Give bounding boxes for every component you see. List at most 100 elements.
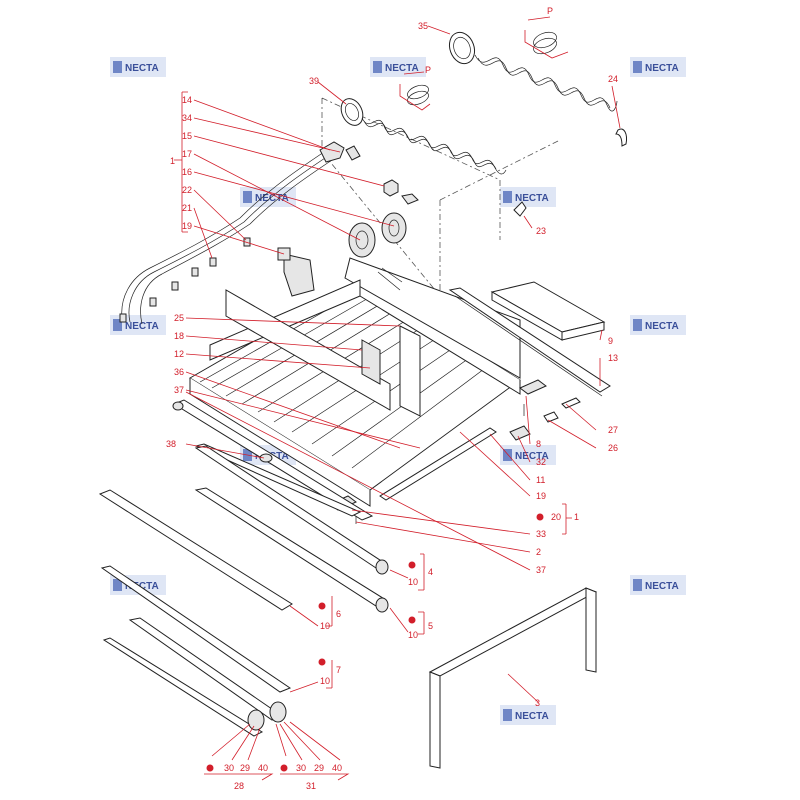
callout-21: 21	[182, 203, 192, 213]
gear-wheel-small	[381, 212, 407, 244]
callout-36: 36	[174, 367, 184, 377]
spiral-guide-left	[321, 97, 501, 291]
marker-dot	[536, 513, 544, 521]
leader-lines	[174, 25, 621, 781]
callout-12: 12	[174, 349, 184, 359]
callout-9: 9	[608, 336, 613, 346]
callout-35: 35	[418, 21, 428, 31]
callout-39: 39	[309, 76, 319, 86]
callout-37: 37	[536, 565, 546, 575]
necta-logo: NECTA	[110, 315, 166, 335]
callout-23: 23	[536, 226, 546, 236]
tray-body	[189, 257, 521, 507]
callout-15: 15	[182, 131, 192, 141]
marker-dot	[318, 658, 326, 666]
spiral-clip-23	[513, 201, 527, 217]
necta-logo: NECTA	[500, 187, 556, 207]
svg-text:NECTA: NECTA	[125, 63, 159, 74]
spiral-motor	[277, 247, 315, 297]
necta-logo: NECTA	[500, 705, 556, 725]
callout-31: 31	[306, 781, 316, 791]
label-holder-26	[543, 411, 559, 423]
callout-14: 14	[182, 95, 192, 105]
svg-text:NECTA: NECTA	[515, 193, 549, 204]
svg-text:NECTA: NECTA	[125, 581, 159, 592]
clip-p-upper	[524, 16, 569, 59]
necta-logo: NECTA	[630, 57, 686, 77]
cover-panel	[490, 281, 606, 341]
callout-7: 7	[336, 665, 341, 675]
microswitch	[383, 179, 419, 205]
callout-1: 1	[170, 156, 175, 166]
callout-34: 34	[182, 113, 192, 123]
svg-text:NECTA: NECTA	[385, 63, 419, 74]
callout-22: 22	[182, 185, 192, 195]
rail-11	[379, 427, 497, 501]
callout-40: 40	[258, 763, 268, 773]
callout-29: 29	[240, 763, 250, 773]
spiral-end-clip	[615, 128, 627, 147]
callout-30: 30	[224, 763, 234, 773]
svg-text:NECTA: NECTA	[645, 581, 679, 592]
svg-text:NECTA: NECTA	[645, 321, 679, 332]
svg-text:NECTA: NECTA	[125, 321, 159, 332]
marker-dot	[280, 764, 288, 772]
callout-33: 33	[536, 529, 546, 539]
callout-1: 1	[574, 512, 579, 522]
callout-19: 19	[536, 491, 546, 501]
bracket-8	[519, 379, 547, 395]
callout-24: 24	[608, 74, 618, 84]
gear-wheel-large	[348, 222, 376, 258]
runner-7-set	[100, 565, 292, 737]
callout-38: 38	[166, 439, 176, 449]
callout-19: 19	[182, 221, 192, 231]
spiral-upper	[448, 31, 618, 112]
clip-p-lower	[399, 71, 431, 111]
runner-6	[98, 489, 293, 611]
callout-25: 25	[174, 313, 184, 323]
callout-20: 20	[551, 512, 561, 522]
callout-4: 4	[428, 567, 433, 577]
svg-text:NECTA: NECTA	[515, 711, 549, 722]
necta-logo: NECTA	[500, 445, 556, 465]
callout-8: 8	[536, 439, 541, 449]
runner-5	[194, 487, 389, 613]
spiral-lower	[340, 98, 507, 175]
label-holder-27	[561, 397, 581, 409]
marker-dot	[408, 561, 416, 569]
necta-logo: NECTA	[240, 187, 296, 207]
callout-17: 17	[182, 149, 192, 159]
svg-text:NECTA: NECTA	[255, 193, 289, 204]
callout-p: P	[425, 65, 431, 75]
callout-37: 37	[174, 385, 184, 395]
callout-30: 30	[296, 763, 306, 773]
callout-26: 26	[608, 443, 618, 453]
callout-10: 10	[408, 630, 418, 640]
callout-2: 2	[536, 547, 541, 557]
callout-6: 6	[336, 609, 341, 619]
spiral-guide-right	[439, 139, 561, 292]
necta-logo: NECTA	[370, 57, 426, 77]
necta-logo: NECTA	[630, 315, 686, 335]
callout-3: 3	[535, 698, 540, 708]
callout-27: 27	[608, 425, 618, 435]
callout-labels: 35 P P 24 39 14 34 15 17 16 22 21 19 1 2…	[166, 6, 618, 791]
price-rail	[448, 287, 611, 397]
necta-logo: NECTA	[630, 575, 686, 595]
front-rail	[172, 399, 374, 521]
callout-10: 10	[320, 676, 330, 686]
marker-dot	[408, 616, 416, 624]
callout-5: 5	[428, 621, 433, 631]
connector-32	[509, 425, 531, 441]
callout-28: 28	[234, 781, 244, 791]
marker-dot	[318, 602, 326, 610]
callout-29: 29	[314, 763, 324, 773]
callout-10: 10	[320, 621, 330, 631]
svg-text:NECTA: NECTA	[515, 451, 549, 462]
marker-dot	[206, 764, 214, 772]
svg-text:NECTA: NECTA	[645, 63, 679, 74]
callout-18: 18	[174, 331, 184, 341]
callout-32: 32	[536, 457, 546, 467]
callout-13: 13	[608, 353, 618, 363]
